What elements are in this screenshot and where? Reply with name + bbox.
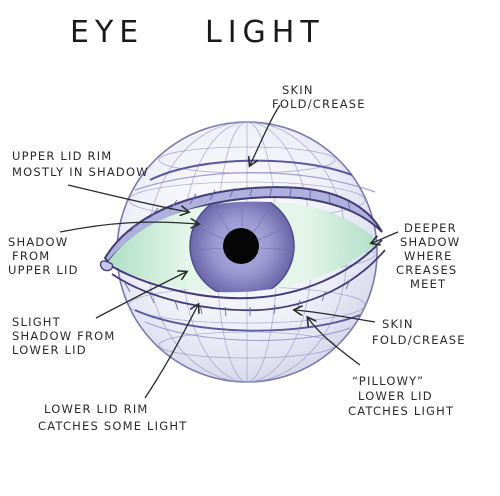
- label-line: FOLD/CREASE: [272, 97, 366, 111]
- lower-skin-crease: [134, 309, 361, 341]
- label-line: CREASES: [396, 263, 457, 277]
- label-line: SHADOW: [400, 235, 460, 249]
- label-pillowy-lower-lid: “PILLOWY” LOWER LID CATCHES LIGHT: [348, 374, 454, 418]
- label-slight-shadow: SLIGHT SHADOW FROM LOWER LID: [12, 315, 116, 357]
- label-lower-lid-rim: LOWER LID RIM CATCHES SOME LIGHT: [38, 402, 187, 433]
- label-deeper-shadow: DEEPER SHADOW WHERE CREASES MEET: [396, 221, 460, 291]
- label-line: CATCHES SOME LIGHT: [38, 419, 187, 433]
- label-line: FOLD/CREASE: [372, 333, 466, 347]
- label-line: UPPER LID RIM: [12, 149, 112, 163]
- label-line: SLIGHT: [12, 315, 61, 329]
- label-line: “PILLOWY”: [352, 374, 424, 388]
- label-line: WHERE: [404, 249, 453, 263]
- lower-eyelid: [104, 239, 386, 317]
- label-line: SKIN: [382, 317, 414, 331]
- label-line: SKIN: [282, 83, 314, 97]
- label-line: LOWER LID: [12, 343, 87, 357]
- label-line: LOWER LID RIM: [44, 402, 149, 416]
- label-upper-lid-rim: UPPER LID RIM MOSTLY IN SHADOW: [12, 149, 149, 179]
- label-skin-fold-top: SKIN FOLD/CREASE: [272, 83, 366, 111]
- tear-duct: [99, 260, 114, 272]
- label-shadow-upper-lid: SHADOW FROM UPPER LID: [8, 235, 79, 277]
- label-skin-fold-bottom: SKIN FOLD/CREASE: [372, 317, 466, 347]
- title-word-eye: EYE: [70, 15, 144, 50]
- label-line: DEEPER: [404, 221, 457, 235]
- annotation-arrows: [59, 104, 399, 399]
- label-line: UPPER LID: [8, 263, 79, 277]
- label-line: CATCHES LIGHT: [348, 404, 454, 418]
- pupil: [223, 228, 259, 264]
- label-line: SHADOW: [8, 235, 68, 249]
- label-line: MOSTLY IN SHADOW: [12, 165, 149, 179]
- label-line: MEET: [410, 277, 446, 291]
- label-line: LOWER LID: [358, 389, 433, 403]
- label-line: SHADOW FROM: [12, 329, 116, 343]
- label-line: FROM: [12, 249, 50, 263]
- title-word-light: LIGHT: [205, 15, 325, 50]
- upper-eyelid: [103, 186, 383, 264]
